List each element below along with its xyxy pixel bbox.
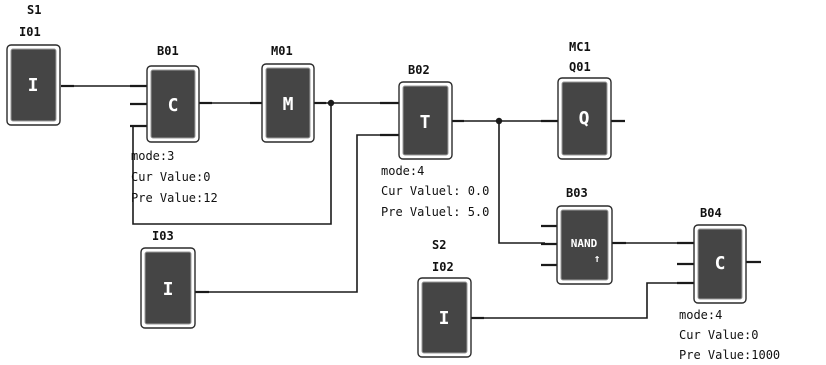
param-cur-value: Cur Valuel: 0.0 [381,184,489,198]
block-label-i02: I02 [432,260,454,274]
param-cur-value: Cur Value:0 [679,328,758,342]
block-body [265,67,311,139]
wires [65,85,680,319]
block-symbol: I [439,308,450,329]
block-label-q01: Q01 [569,60,591,74]
block-label-b03: B03 [566,186,588,200]
param-mode: mode:4 [381,164,424,178]
block-symbol: I [28,75,39,96]
wire-i02-to-b04 [483,282,680,319]
block-i02[interactable]: S2 I02 I [417,238,484,358]
param-mode: mode:3 [131,149,174,163]
block-body [421,281,468,354]
junction-dot-m01 [327,99,335,107]
param-mode: mode:4 [679,308,722,322]
signal-label-s1: S1 [27,3,41,17]
wire-b02-to-b03 [498,121,545,244]
param-pre-value: Pre Value:1000 [679,348,780,362]
block-b04[interactable]: B04 C mode:4 Cur Value:0 Pre Value:1000 [677,206,780,362]
block-label-i03: I03 [152,229,174,243]
block-body [697,228,743,300]
block-b02[interactable]: B02 T mode:4 Cur Valuel: 0.0 Pre Valuel:… [380,63,489,219]
block-body [560,209,609,281]
block-b03[interactable]: B03 NAND ↑ [541,186,626,285]
block-body [150,69,196,139]
block-b01[interactable]: B01 C mode:3 Cur Value:0 Pre Value:12 [130,44,218,205]
param-cur-value: Cur Value:0 [131,170,210,184]
junction-dot-b02 [495,117,503,125]
block-symbol: C [168,95,179,116]
wire-i03-to-b02 [208,134,386,293]
param-pre-value: Pre Valuel: 5.0 [381,205,489,219]
block-i01[interactable]: S1 I01 I [6,3,74,126]
block-body [402,85,449,156]
block-label-b02: B02 [408,63,430,77]
block-i03[interactable]: I03 I [140,229,209,329]
block-q01[interactable]: MC1 Q01 Q [541,40,625,160]
block-symbol: I [163,279,174,300]
block-symbol: Q [579,108,590,129]
block-symbol: C [715,253,726,274]
block-body [561,81,608,156]
rising-edge-arrow-icon: ↑ [594,252,601,265]
block-m01[interactable]: M01 M [250,44,326,143]
signal-label-mc1: MC1 [569,40,591,54]
block-symbol: NAND [571,237,598,250]
param-pre-value: Pre Value:12 [131,191,218,205]
block-label-b01: B01 [157,44,179,58]
block-label-b04: B04 [700,206,722,220]
block-label-m01: M01 [271,44,293,58]
block-body [10,48,57,122]
signal-label-s2: S2 [432,238,446,252]
block-label-i01: I01 [19,25,41,39]
block-symbol: T [420,112,431,133]
block-symbol: M [283,94,294,115]
block-body [144,251,192,325]
